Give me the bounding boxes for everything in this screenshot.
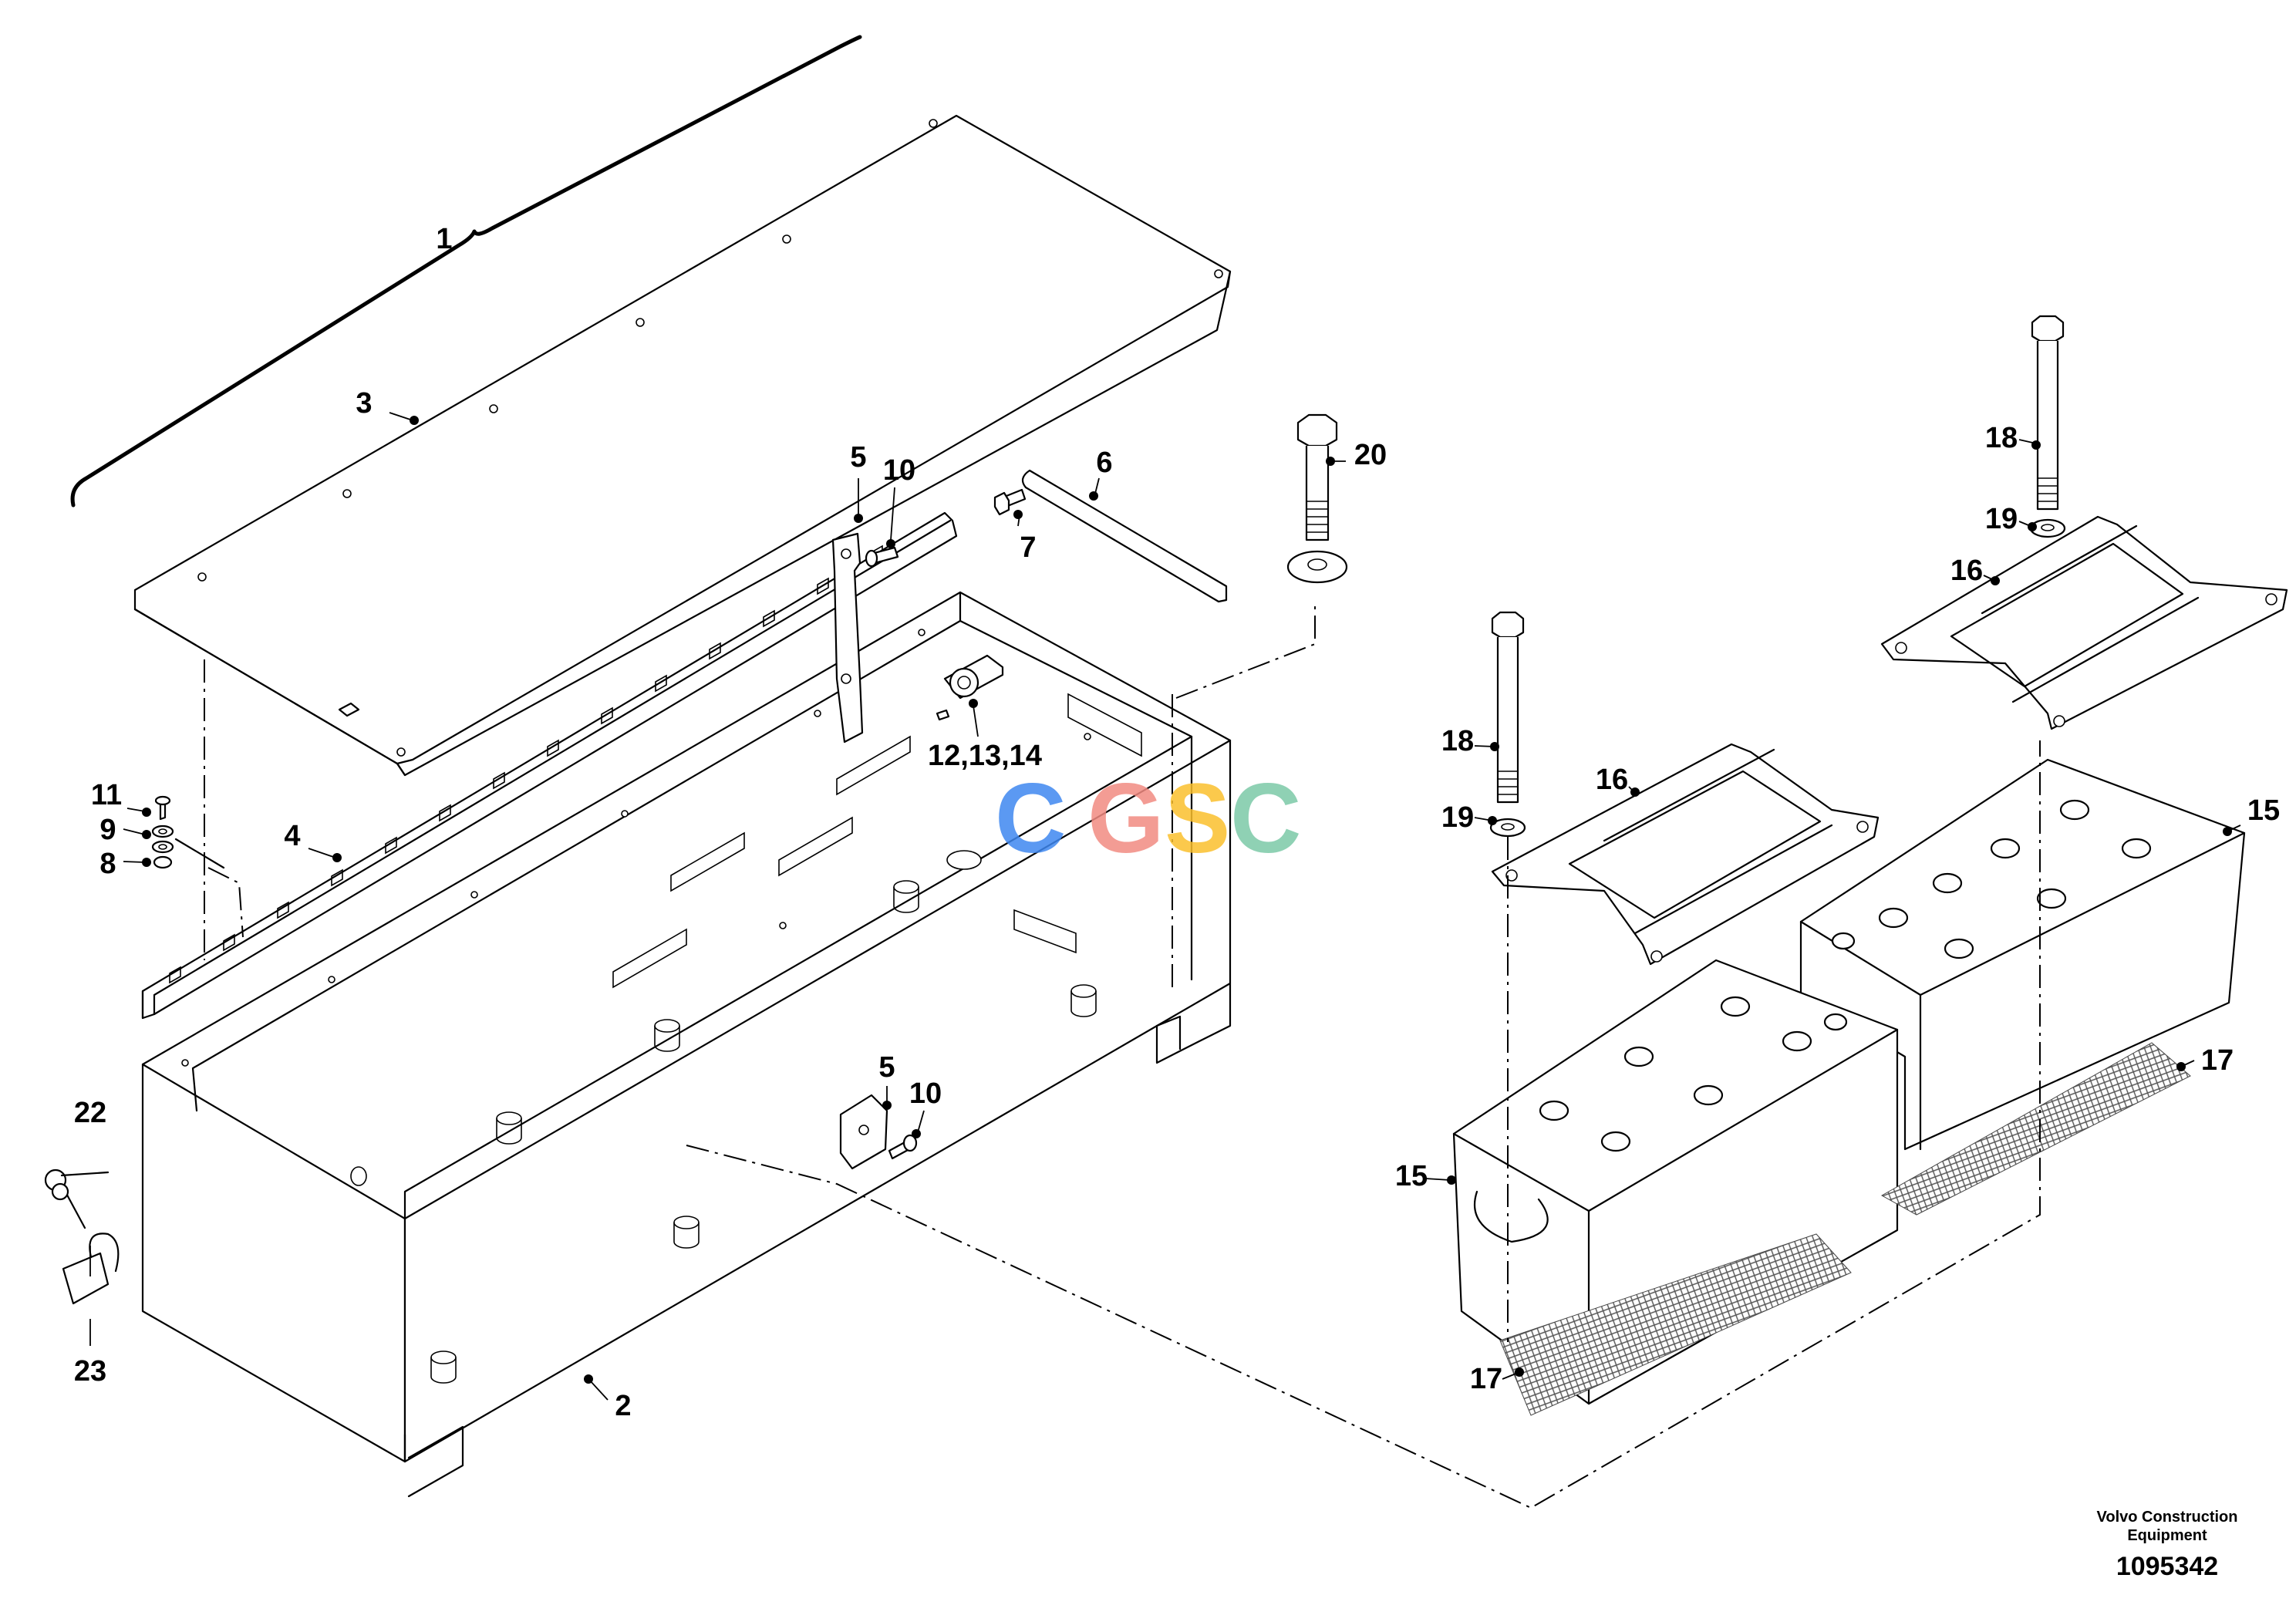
fastener-stack [151,795,225,869]
label-part-3: 3 [356,387,372,420]
battery-box-body [141,591,1232,1498]
watermark-letter-c1: C [995,764,1066,874]
watermark-letter-g: G [1087,764,1165,874]
leader-lines [89,412,2241,1401]
long-bolt-18-left [1491,611,1525,804]
padlock [62,1233,120,1305]
label-part-17-right: 17 [2201,1044,2234,1077]
drawing-number: 1095342 [2116,1552,2219,1581]
washer-19-left [1489,818,1526,838]
label-part-6: 6 [1096,447,1112,479]
box-holes [181,629,1091,1067]
battery-left [1452,959,1899,1405]
watermark-letter-c2: C [1230,764,1301,874]
label-part-20: 20 [1354,439,1387,471]
label-part-2: 2 [615,1390,631,1422]
long-bolt-18-right [2031,315,2065,511]
washer-bracket [936,654,1004,721]
label-part-9: 9 [99,814,116,846]
battery-mat-left [1499,1233,1852,1416]
latch-upper [831,532,864,744]
long-bolt-20 [1286,413,1348,584]
cgsc-watermark-logo: C G S C [995,764,1301,874]
label-part-1: 1 [436,223,452,255]
center-lines [204,605,2041,1509]
label-part-18-right: 18 [1985,422,2018,454]
label-part-10-lower: 10 [909,1077,942,1110]
drawing-title-block: Volvo Construction Equipment 1095342 [2075,1508,2260,1583]
label-part-15-right: 15 [2247,794,2280,827]
label-part-16-left: 16 [1596,764,1628,796]
label-part-17-left: 17 [1470,1363,1502,1395]
hold-down-frame-left [1491,743,1880,966]
stay-rod [1021,469,1228,603]
latch-lower [839,1094,888,1170]
hold-down-frame-right [1880,515,2288,730]
key-set [44,1168,110,1229]
label-part-8: 8 [99,848,116,880]
company-name-line2: Equipment [2127,1527,2207,1544]
hinge-strip [141,511,958,1020]
label-part-12-13-14: 12,13,14 [928,740,1042,772]
battery-right [1799,758,2246,1151]
label-part-19-left: 19 [1441,801,1474,834]
company-name-line1: Volvo Construction [2096,1509,2238,1526]
label-part-4: 4 [284,820,300,852]
label-part-16-right: 16 [1950,555,1983,587]
watermark-letter-s: S [1165,764,1230,874]
label-part-22: 22 [74,1097,106,1129]
label-part-19-right: 19 [1985,503,2018,535]
label-part-10-upper: 10 [883,454,915,487]
assembly-brace [70,35,862,508]
part-labels: 1 2 3 4 5 5 6 7 8 9 10 10 11 12,13,14 15… [74,223,2280,1422]
battery-box-lid [133,114,1232,777]
mounting-bosses [350,850,1097,1384]
label-part-18-left: 18 [1441,725,1474,757]
label-part-5-lower: 5 [878,1051,895,1084]
battery-mat-right [1880,1042,2191,1216]
label-part-23: 23 [74,1355,106,1388]
bolt-upper [865,546,899,568]
label-part-5-upper: 5 [850,441,866,474]
label-part-7: 7 [1020,531,1036,564]
bolt-lower [888,1134,918,1160]
battery-left-caps [1539,996,1848,1152]
lid-rivet-holes [197,119,1223,757]
label-part-11: 11 [91,779,122,811]
label-part-15-left: 15 [1395,1160,1428,1192]
bolt-7 [993,488,1027,516]
battery-right-caps [1831,799,2152,959]
